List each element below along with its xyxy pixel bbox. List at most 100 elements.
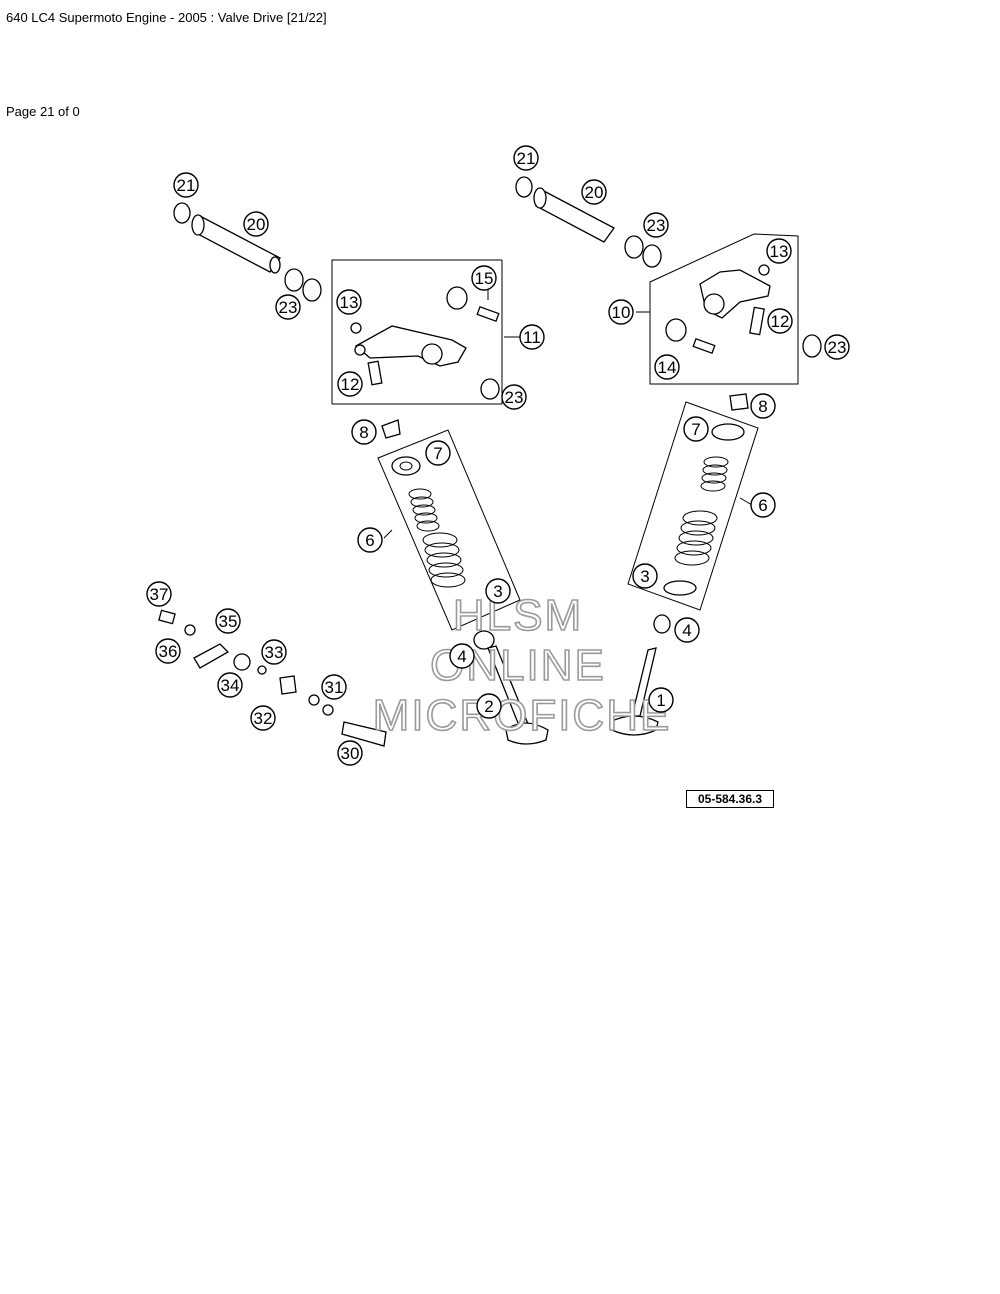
keeper-8-left (381, 419, 401, 439)
callout-c36: 36 (155, 638, 181, 664)
seal-4-left (473, 630, 495, 650)
page-title: 640 LC4 Supermoto Engine - 2005 : Valve … (6, 10, 327, 25)
washer-34 (233, 653, 251, 671)
callout-label: 15 (475, 269, 494, 288)
callout-c15: 15 (471, 265, 497, 291)
callout-c2: 2 (476, 693, 502, 719)
washer-23-right-b (642, 244, 662, 268)
callout-c20b: 20 (581, 179, 607, 205)
callout-label: 7 (433, 444, 442, 463)
callout-label: 14 (658, 358, 677, 377)
callout-circle (513, 145, 539, 171)
callout-label: 12 (771, 312, 790, 331)
callout-circle (750, 492, 776, 518)
callout-label: 8 (359, 423, 368, 442)
callout-circle (357, 527, 383, 553)
callout-label: 37 (150, 585, 169, 604)
rocker-arm-left (350, 286, 500, 400)
callout-c3a: 3 (485, 578, 511, 604)
callout-label: 3 (493, 582, 502, 601)
callout-circle (173, 172, 199, 198)
shaft-30 (341, 721, 387, 747)
callout-label: 23 (279, 298, 298, 317)
callout-c3b: 3 (632, 563, 658, 589)
group-box-right-rocker (649, 233, 799, 385)
valve-2 (487, 645, 549, 745)
lever-36 (193, 643, 230, 669)
nut-13-right (758, 264, 770, 276)
callout-c4b: 4 (674, 617, 700, 643)
callout-c14: 14 (654, 354, 680, 380)
callout-circle (683, 416, 709, 442)
valve-1 (609, 647, 659, 736)
callout-c35: 35 (215, 608, 241, 634)
callout-c1: 1 (648, 687, 674, 713)
callout-c30: 30 (337, 740, 363, 766)
callout-label: 1 (656, 691, 665, 710)
callout-c8a: 8 (351, 419, 377, 445)
callout-c23d: 23 (824, 334, 850, 360)
callout-c13b: 13 (766, 238, 792, 264)
page-counter: Page 21 of 0 (6, 104, 80, 119)
callout-circle (336, 289, 362, 315)
rocker-shaft-right (515, 176, 662, 268)
roller-15 (446, 286, 468, 310)
callout-c7a: 7 (425, 440, 451, 466)
callout-c13a: 13 (336, 289, 362, 315)
callout-circle (337, 371, 363, 397)
washer-23-left-c (480, 378, 500, 400)
callout-c6a: 6 (357, 527, 383, 553)
callout-circle (449, 643, 475, 669)
decompressor-parts (158, 609, 387, 747)
callout-label: 20 (247, 215, 266, 234)
callout-circle (425, 440, 451, 466)
callout-circle (643, 212, 669, 238)
callout-c12b: 12 (767, 308, 793, 334)
callout-circle (351, 419, 377, 445)
callout-label: 20 (585, 183, 604, 202)
rocker-arm-right (665, 264, 822, 358)
seal-4-right (653, 614, 671, 634)
callout-circle (321, 674, 347, 700)
callout-label: 21 (517, 149, 536, 168)
roller-14 (665, 318, 687, 342)
callout-circle (471, 265, 497, 291)
callout-c37: 37 (146, 581, 172, 607)
callout-circle (750, 393, 776, 419)
group-box-left-rocker (331, 259, 503, 405)
callout-label: 6 (758, 496, 767, 515)
callout-circle (581, 179, 607, 205)
callout-label: 32 (254, 709, 273, 728)
callout-circle (275, 294, 301, 320)
retainer-7-right (711, 423, 745, 441)
callout-label: 13 (340, 293, 359, 312)
callout-circle (674, 617, 700, 643)
callout-label: 21 (177, 176, 196, 195)
callout-c33: 33 (261, 639, 287, 665)
callout-label: 13 (770, 242, 789, 261)
callout-label: 6 (365, 531, 374, 550)
group-box-right-spring (627, 401, 759, 611)
rocker-shaft-left (173, 202, 322, 302)
adjuster-12-right (749, 306, 765, 336)
watermark: HLSM ONLINE MICROFICHE (372, 590, 672, 741)
callout-circle (155, 638, 181, 664)
callout-circle (261, 639, 287, 665)
screw-37 (158, 609, 176, 625)
callout-circle (632, 563, 658, 589)
callout-circle (337, 740, 363, 766)
callout-circle (250, 705, 276, 731)
callout-c21b: 21 (513, 145, 539, 171)
washer-23-left-a (284, 268, 304, 292)
svg-text:MICROFICHE: MICROFICHE (373, 691, 672, 740)
callout-label: 23 (828, 338, 847, 357)
callout-circle (519, 324, 545, 350)
callout-label: 10 (612, 303, 631, 322)
diagram-reference-code: 05-584.36.3 (686, 790, 774, 808)
callout-circle (648, 687, 674, 713)
callout-label: 30 (341, 744, 360, 763)
washer-23-right-a (624, 235, 644, 259)
callout-c21a: 21 (173, 172, 199, 198)
